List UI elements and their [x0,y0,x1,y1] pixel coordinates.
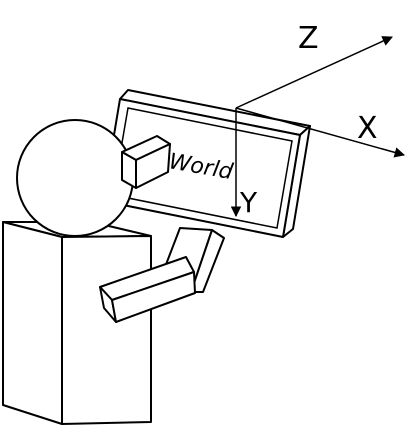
z-axis-label: Z [298,21,319,56]
coordinate-axes: X Y Z [230,21,406,219]
torso-side [61,235,152,425]
torso-front [2,221,63,425]
eye-block-side [135,143,171,189]
x-axis-label: X [357,111,378,146]
monitor: World [102,89,311,238]
head-circle [16,119,134,237]
z-axis-arrow [235,36,393,109]
torso [2,221,152,425]
rear-arm-side [190,229,225,293]
x-axis-arrow [235,107,406,158]
front-arm [99,256,196,323]
y-axis-label: Y [239,186,258,219]
front-arm-side [111,271,196,323]
eye-block [121,135,171,189]
head [16,119,134,237]
